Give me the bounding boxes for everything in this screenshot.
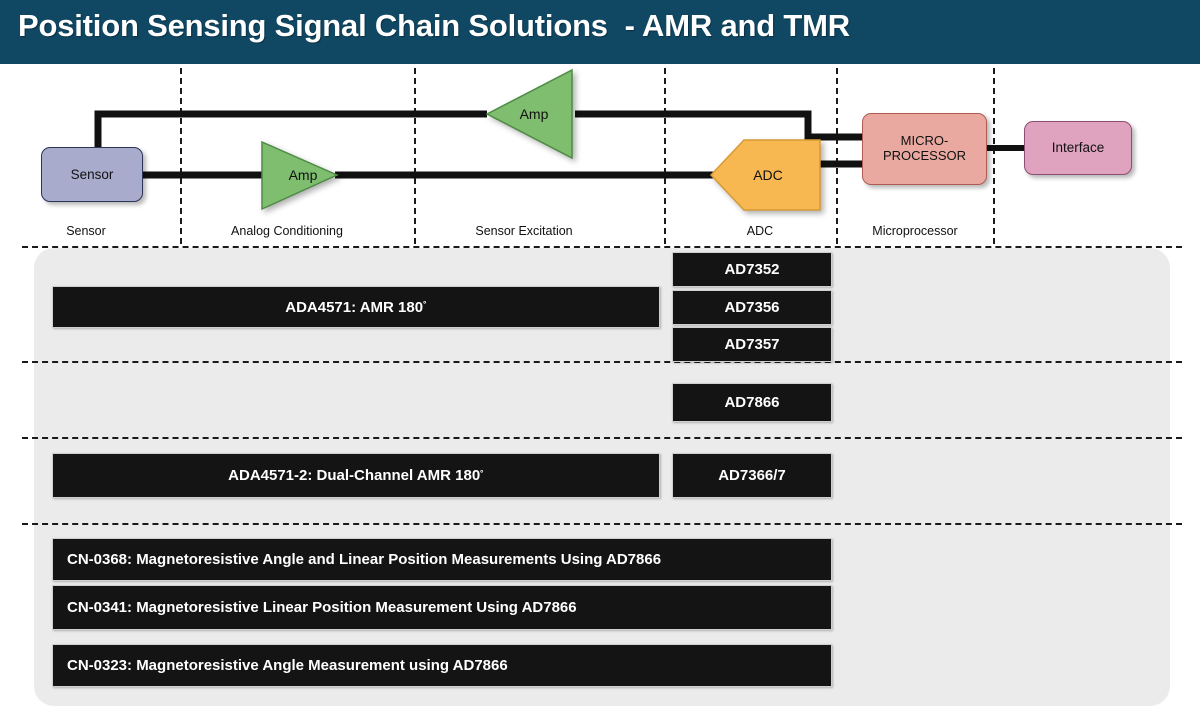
reference-design-cn-0368-label: CN-0368: Magnetoresistive Angle and Line… (67, 551, 662, 568)
row-divider-4 (22, 523, 1182, 525)
microprocessor-block[interactable]: MICRO- PROCESSOR (862, 113, 987, 185)
page-title: Position Sensing Signal Chain Solutions … (18, 8, 850, 43)
reference-design-cn-0368[interactable]: CN-0368: Magnetoresistive Angle and Line… (52, 538, 832, 581)
product-ada4571-label: ADA4571: AMR 180 (285, 298, 424, 316)
product-ad7366-7-label: AD7366/7 (718, 467, 786, 484)
microprocessor-label-line2: PROCESSOR (882, 148, 967, 163)
product-ad7356-label: AD7356 (724, 299, 780, 316)
sensor-block-label: Sensor (70, 166, 114, 182)
degree-symbol: ˚ (480, 469, 484, 482)
product-ad7357-label: AD7357 (724, 336, 780, 353)
degree-symbol: ˚ (423, 301, 427, 313)
product-ad7352-label: AD7352 (724, 261, 780, 278)
reference-design-cn-0323[interactable]: CN-0323: Magnetoresistive Angle Measurem… (52, 644, 832, 687)
amp2-label: Amp (519, 106, 549, 122)
stage-label-micro: Microprocessor (872, 224, 958, 238)
product-ad7357[interactable]: AD7357 (672, 327, 832, 362)
stage-label-sensor: Sensor (66, 224, 106, 238)
stage-label-excitation: Sensor Excitation (475, 224, 573, 238)
sensor-block[interactable]: Sensor (41, 147, 143, 202)
signal-chain-diagram: Amp Amp ADC Sensor MICRO- PROCESSOR Inte… (0, 64, 1200, 720)
adc-shape (709, 139, 821, 211)
product-ad7352[interactable]: AD7352 (672, 252, 832, 287)
product-ad7866-label: AD7866 (724, 394, 780, 411)
amp1-shape (261, 140, 339, 211)
row-divider-1 (22, 246, 1182, 248)
product-ad7356[interactable]: AD7356 (672, 290, 832, 325)
page-header: Position Sensing Signal Chain Solutions … (0, 0, 1200, 64)
amp1-label: Amp (288, 167, 318, 183)
product-ad7366-7[interactable]: AD7366/7 (672, 453, 832, 498)
reference-design-cn-0323-label: CN-0323: Magnetoresistive Angle Measurem… (67, 657, 508, 674)
adc-label: ADC (753, 167, 783, 183)
product-ada4571-2-label: ADA4571-2: Dual-Channel AMR 180 (228, 467, 481, 484)
microprocessor-label-line1: MICRO- (900, 133, 949, 149)
signal-wires (94, 68, 1028, 211)
interface-block[interactable]: Interface (1024, 121, 1132, 175)
row-divider-2 (22, 361, 1182, 363)
product-ad7866[interactable]: AD7866 (672, 383, 832, 422)
reference-design-cn-0341[interactable]: CN-0341: Magnetoresistive Linear Positio… (52, 585, 832, 630)
stage-label-analog: Analog Conditioning (231, 224, 343, 238)
amp2-shape (485, 68, 573, 160)
stage-label-adc: ADC (746, 224, 774, 238)
row-divider-3 (22, 437, 1182, 439)
product-ada4571-2[interactable]: ADA4571-2: Dual-Channel AMR 180˚ (52, 453, 660, 498)
reference-design-cn-0341-label: CN-0341: Magnetoresistive Linear Positio… (67, 599, 577, 616)
product-ada4571[interactable]: ADA4571: AMR 180˚ (52, 286, 660, 328)
interface-block-label: Interface (1051, 140, 1105, 156)
